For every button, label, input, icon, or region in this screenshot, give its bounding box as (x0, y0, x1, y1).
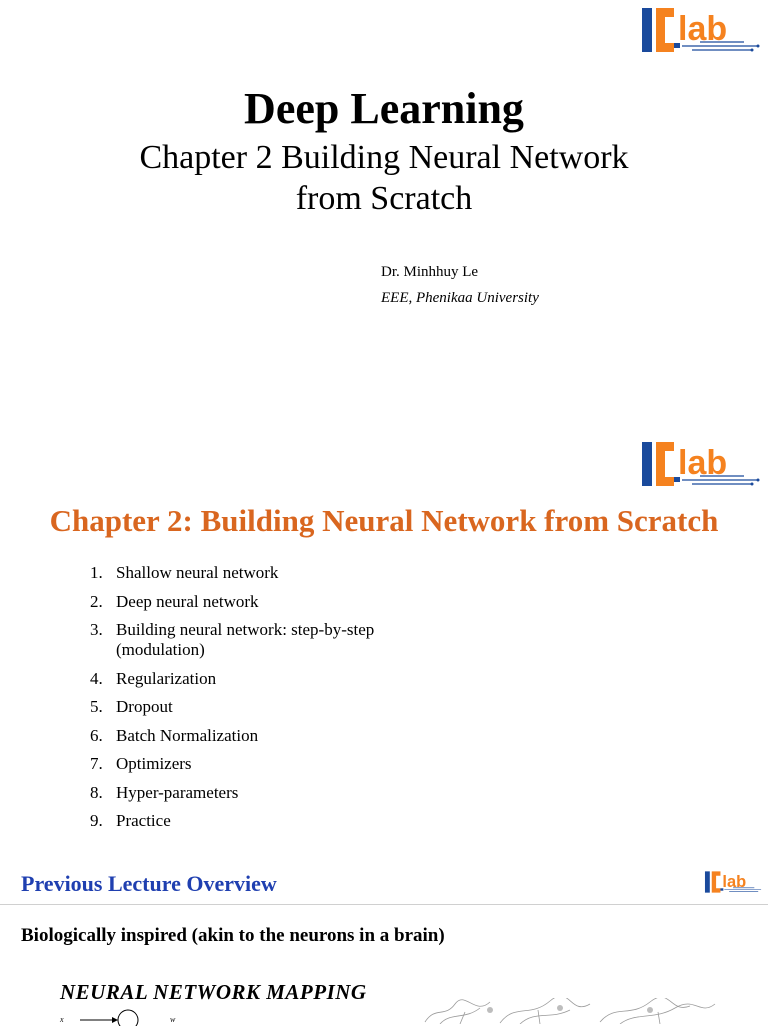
list-item: 7. Optimizers (80, 754, 374, 774)
neuron-diagram: x w (50, 1006, 210, 1031)
svg-text:w: w (170, 1015, 176, 1024)
item-text: Practice (116, 811, 171, 830)
item-number: 3. (90, 620, 103, 639)
author-name: Dr. Minhhuy Le (381, 264, 479, 280)
item-text-continued: (modulation) (116, 640, 205, 659)
overview-slide (0, 864, 768, 1024)
author-affiliation: EEE, Phenikaa University (381, 290, 539, 306)
svg-text:x: x (59, 1015, 64, 1024)
slide-title: Deep Learning (244, 84, 524, 133)
overview-title: Previous Lecture Overview (21, 871, 277, 896)
list-item: 6. Batch Normalization (80, 726, 374, 746)
item-number: 6. (90, 725, 103, 745)
subtitle-line-2: from Scratch (295, 180, 473, 217)
item-text: Deep neural network (116, 591, 259, 611)
title-slide (0, 0, 768, 432)
list-item: 5. Dropout (80, 697, 374, 717)
iclab-logo: lab (640, 438, 764, 490)
item-number: 4. (90, 668, 103, 688)
outline-title: Chapter 2: Building Neural Network from … (49, 503, 719, 538)
item-text: Regularization (116, 668, 217, 688)
slide-subtitle: Chapter 2 Building Neural Network from S… (0, 137, 768, 219)
item-number: 1. (90, 563, 103, 582)
iclab-logo: lab (640, 4, 764, 56)
neurons-illustration (420, 995, 720, 1029)
title-divider (0, 904, 768, 905)
subtitle-line-1: Chapter 2 Building Neural Network (139, 139, 629, 176)
item-number: 8. (90, 782, 103, 802)
item-number: 5. (90, 697, 103, 716)
overview-text: Biologically inspired (akin to the neuro… (21, 925, 445, 946)
list-item: 8. Hyper-parameters (80, 783, 374, 803)
list-item: 3. Building neural network: step-by-step(… (80, 620, 374, 660)
list-item: 9. Practice (80, 811, 374, 831)
item-number: 7. (90, 754, 103, 773)
item-text: Batch Normalization (116, 725, 259, 745)
iclab-logo: lab (704, 868, 764, 896)
item-text: Shallow neural network (116, 563, 279, 582)
outline-slide (0, 432, 768, 864)
item-number: 2. (90, 591, 103, 611)
list-item: 4. Regularization (80, 669, 374, 689)
item-text: Optimizers (116, 754, 192, 773)
item-text: Hyper-parameters (116, 782, 239, 802)
list-item: 2. Deep neural network (80, 592, 374, 612)
item-number: 9. (90, 811, 103, 830)
svg-text:lab: lab (722, 873, 746, 891)
figure-title: NEURAL NETWORK MAPPING (60, 980, 367, 1004)
item-text: Building neural network: step-by-step (116, 620, 375, 639)
outline-list: 1. Shallow neural network 2. Deep neural n… (80, 563, 374, 840)
item-text: Dropout (116, 697, 173, 716)
list-item: 1. Shallow neural network (80, 563, 374, 583)
